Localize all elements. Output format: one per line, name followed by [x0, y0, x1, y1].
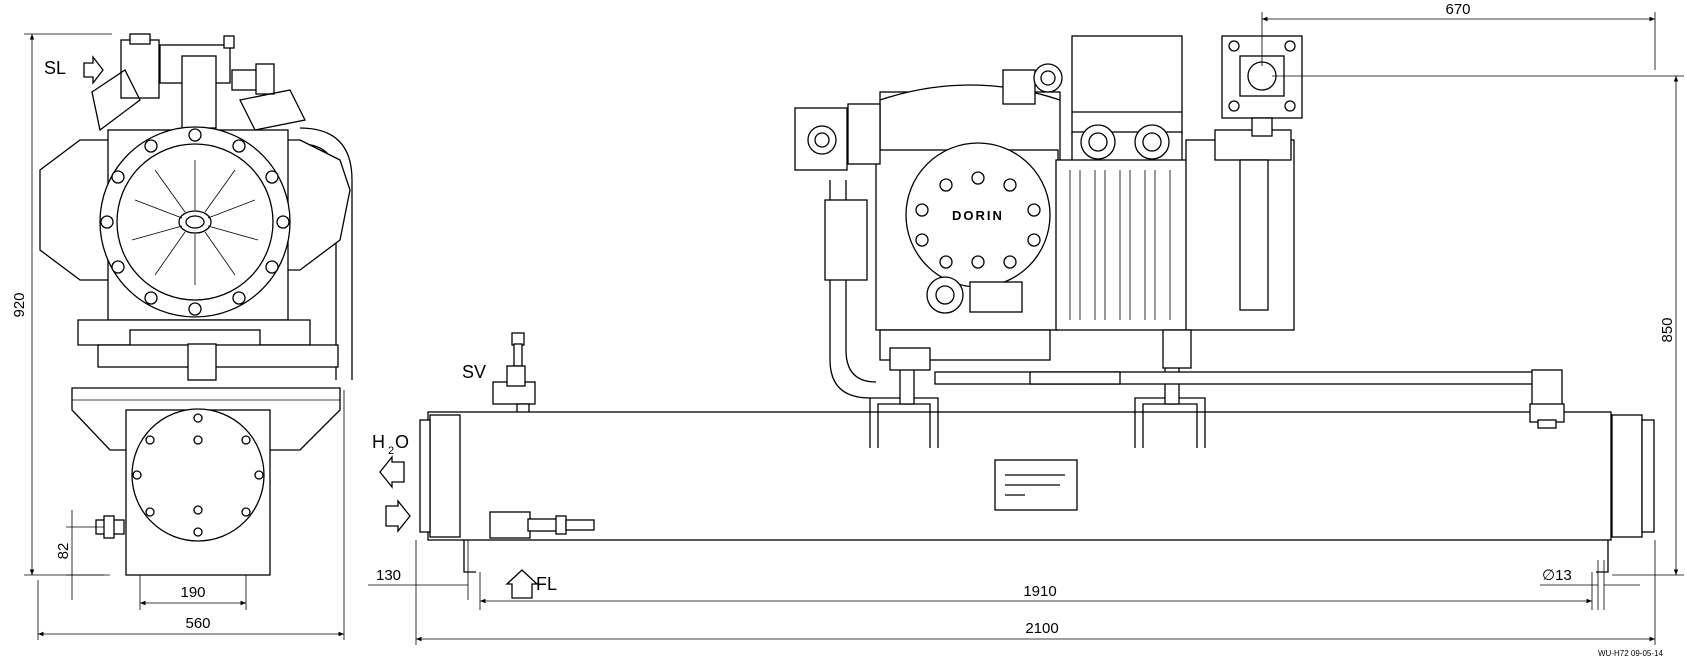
sl-arrow-icon	[83, 55, 104, 85]
condenser-shell	[419, 411, 1655, 541]
dim-560-label: 560	[185, 615, 210, 632]
fl-label: FL	[536, 574, 557, 594]
suction-line	[829, 180, 1565, 429]
dim-82-label: 82	[55, 543, 72, 560]
dim-2100: 2100	[415, 540, 1656, 645]
compressor-body: DORIN	[875, 63, 1063, 371]
sv-label: SV	[462, 362, 486, 382]
brand-label: DORIN	[952, 208, 1004, 223]
dim-130-label: 130	[376, 567, 401, 584]
terminal-box	[1071, 35, 1183, 175]
suction-valve	[91, 33, 306, 132]
dim-920: 920	[11, 33, 112, 576]
dim-13-label: ∅13	[1542, 567, 1572, 584]
dim-560: 560	[37, 390, 345, 640]
dim-190: 190	[139, 575, 247, 610]
water-in-arrow-icon	[385, 499, 411, 533]
feet	[463, 540, 1609, 573]
drawing-code: WU-H72 09-05-14	[1598, 649, 1663, 658]
h2o-o: O	[395, 432, 409, 452]
condenser-end	[95, 408, 271, 576]
motor-body	[1055, 129, 1295, 369]
dim-850-label: 850	[1659, 317, 1676, 342]
dim-2100-label: 2100	[1025, 620, 1058, 637]
dim-670: 670	[1261, 1, 1656, 70]
dim-920-label: 920	[11, 292, 28, 317]
liquid-valve	[489, 511, 595, 539]
dim-190-label: 190	[180, 584, 205, 601]
compressor-end-body	[39, 126, 351, 321]
fl-arrow-icon	[505, 569, 539, 599]
dim-1910: 1910	[479, 572, 1593, 610]
dim-130: 130	[368, 540, 469, 600]
dim-1910-label: 1910	[1023, 583, 1056, 600]
dim-82: 82	[55, 510, 104, 600]
dim-13: ∅13	[1540, 560, 1640, 610]
water-out-arrow-icon	[379, 455, 405, 489]
sl-label: SL	[44, 58, 66, 78]
side-view: H 2 O SV	[368, 1, 1684, 658]
h2o-h: H	[372, 432, 385, 452]
cover-ribs	[131, 160, 259, 285]
bolt-circle	[100, 128, 290, 316]
discharge-pipe	[299, 127, 353, 380]
dim-850: 850	[1272, 75, 1684, 576]
oil-pump	[794, 103, 881, 281]
h2o-sub: 2	[388, 445, 394, 457]
compressor-brackets	[869, 359, 1206, 448]
end-view: 920 SL	[11, 33, 353, 640]
dim-670-label: 670	[1445, 1, 1470, 18]
